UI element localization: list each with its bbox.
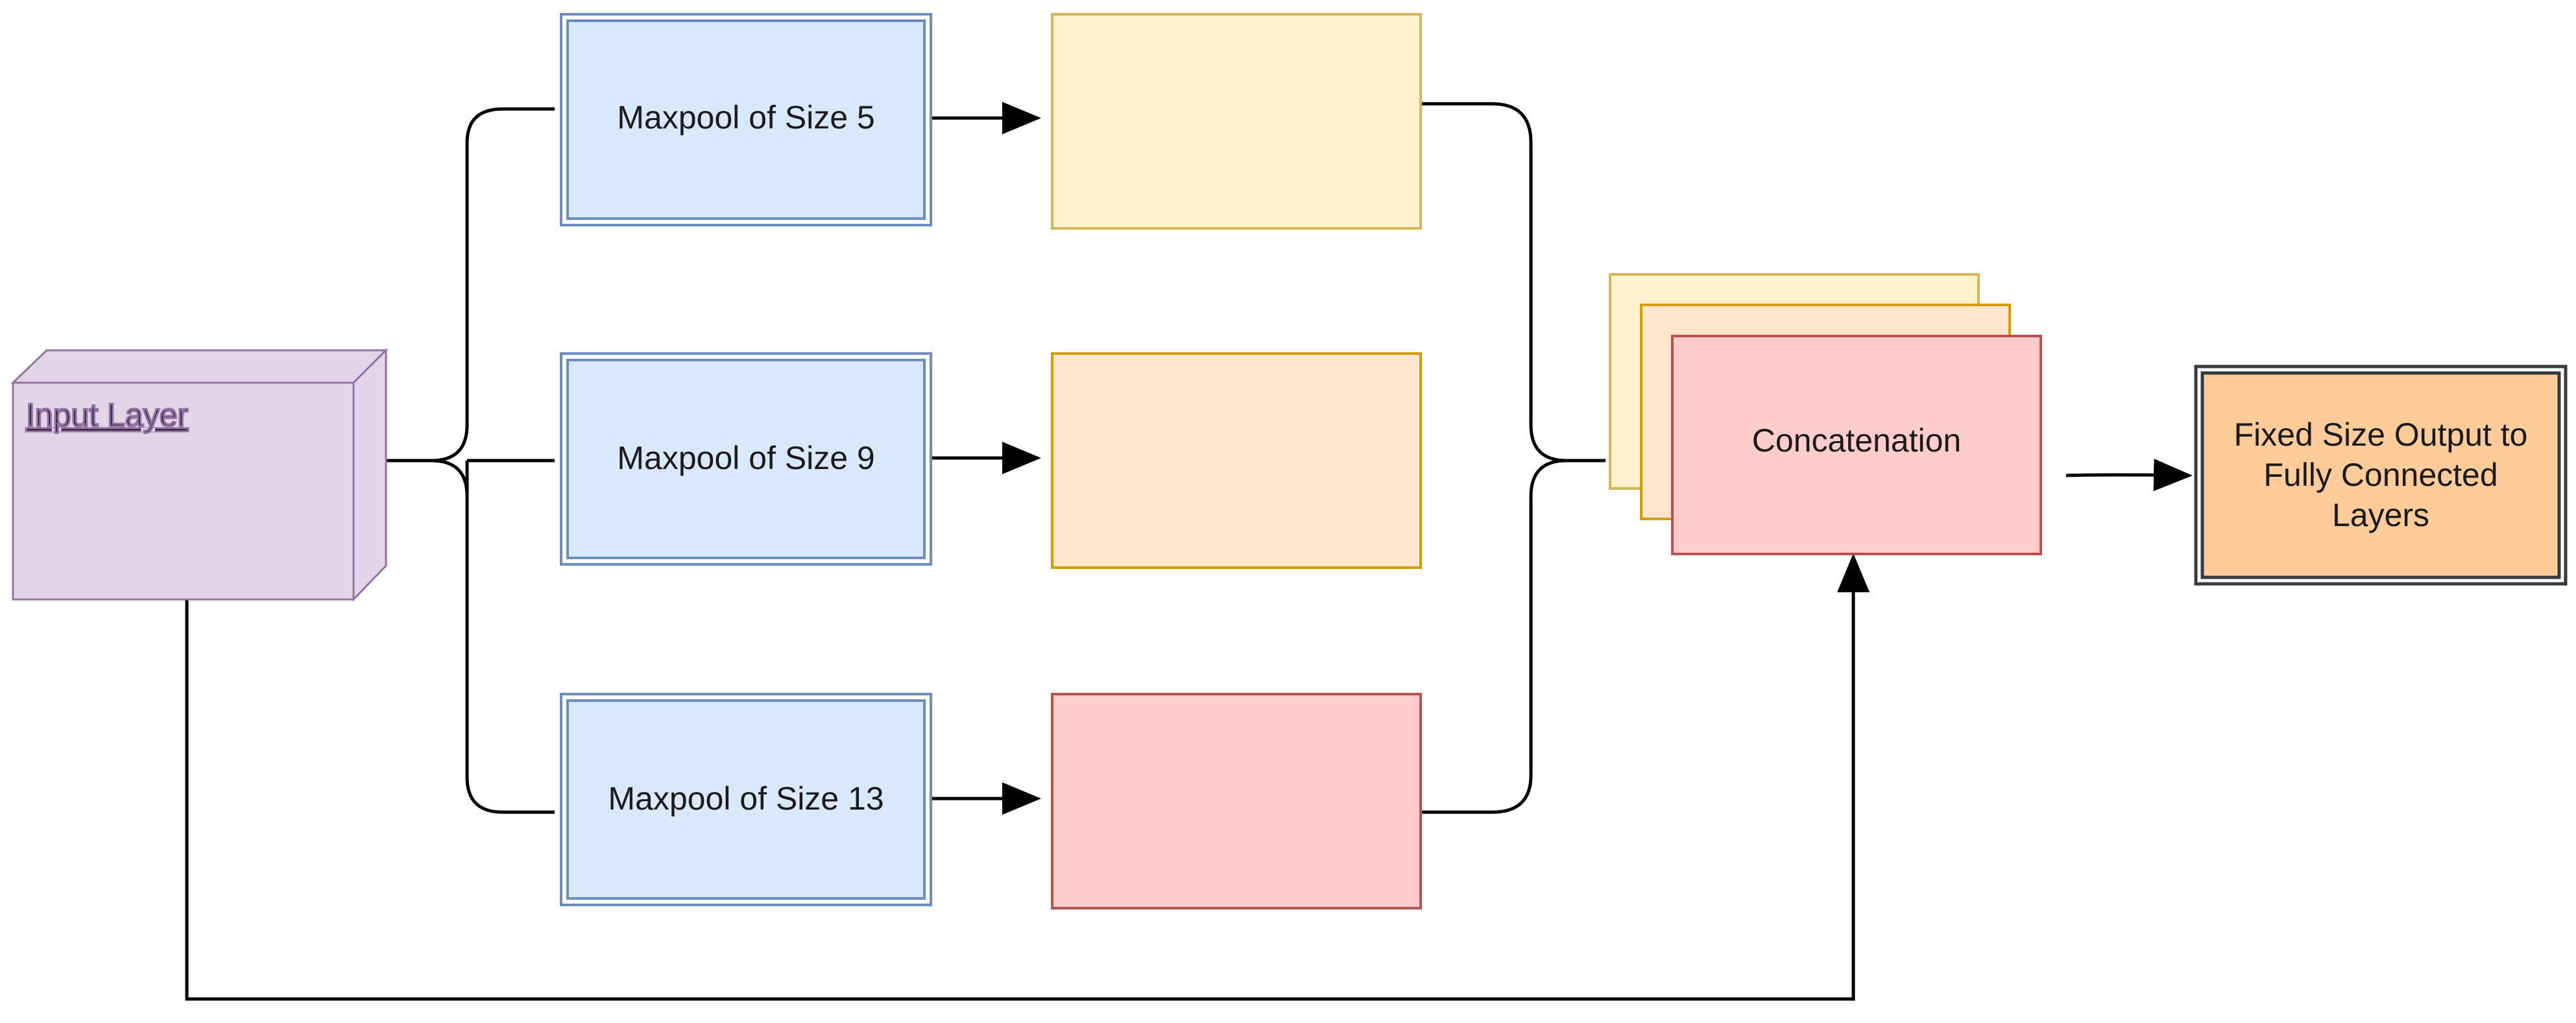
- concatenation-label: Concatenation: [1752, 422, 1961, 459]
- maxpool-block-9-border: [560, 352, 932, 566]
- fixed-size-output-line-3: Layers: [2332, 497, 2429, 533]
- maxpool-block-5: Maxpool of Size 5: [560, 13, 932, 226]
- fixed-size-output-line-1: Fixed Size Output to: [2233, 416, 2527, 453]
- pooled-output-13: [1051, 693, 1422, 909]
- connectors: [185, 102, 2193, 1001]
- input-layer-cube: Input Layer: [10, 348, 389, 602]
- maxpool-block-9-inner-border: [566, 359, 926, 559]
- fixed-size-output-border: [2194, 365, 2568, 586]
- input-layer-label: Input Layer: [26, 397, 188, 433]
- maxpool-block-13-border: [560, 693, 932, 906]
- pooled-output-5: [1051, 13, 1422, 230]
- fixed-size-output-line-2: Fully Connected: [2263, 457, 2498, 493]
- skip-connection: [185, 553, 1870, 1001]
- fixed-size-output-block: Fixed Size Output to Fully Connected Lay…: [2194, 365, 2568, 586]
- input-layer-side-face: [352, 348, 387, 602]
- maxpool-block-9-label: Maxpool of Size 9: [617, 440, 874, 476]
- maxpool-block-13-inner-border: [566, 699, 926, 900]
- pooled-output-9: [1051, 352, 1422, 569]
- input-layer-front-face: [12, 381, 355, 601]
- fixed-size-output-inner-border: [2200, 371, 2561, 579]
- input-layer-top-face: [10, 349, 389, 384]
- maxpool-block-13-label: Maxpool of Size 13: [608, 780, 884, 817]
- maxpool-block-5-inner-border: [566, 19, 926, 220]
- maxpool-block-13: Maxpool of Size 13: [560, 693, 932, 906]
- maxpool-block-9: Maxpool of Size 9: [560, 352, 932, 566]
- merge-brace: [1421, 102, 1606, 814]
- maxpool-block-5-border: [560, 13, 932, 226]
- concatenation-layer-front: [1671, 335, 2042, 555]
- maxpool-block-5-label: Maxpool of Size 5: [617, 99, 874, 136]
- input-branch-brace: [386, 107, 555, 814]
- concatenation-stack: Concatenation: [1609, 273, 2042, 555]
